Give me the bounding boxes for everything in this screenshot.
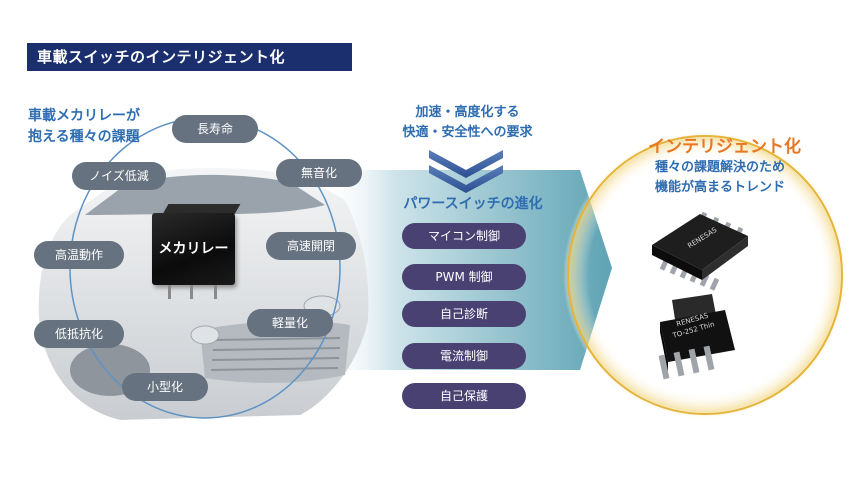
feature-pwm-control: PWM 制御 (402, 264, 526, 290)
relay-pin (190, 285, 193, 299)
demand-text: 加速・高度化する 快適・安全性への要求 (380, 103, 555, 143)
relay-pin (214, 285, 217, 299)
trend-title: インテリジェント化 (648, 137, 801, 157)
trend-subtitle-line-2: 機能が高まるトレンド (655, 180, 786, 195)
issue-noise: ノイズ低減 (72, 162, 166, 190)
trend-ring (567, 135, 843, 415)
issue-fast-switch: 高速開閉 (266, 232, 356, 260)
feature-mcu-control: マイコン制御 (402, 223, 526, 249)
demand-line-2: 快適・安全性への要求 (402, 125, 533, 140)
issue-silent: 無音化 (276, 159, 362, 187)
feature-self-protection: 自己保護 (402, 383, 526, 409)
feature-self-diagnosis: 自己診断 (402, 301, 526, 327)
smart-switch-chip-1 (652, 211, 748, 291)
issue-high-temp: 高温動作 (34, 241, 124, 269)
issue-lightweight: 軽量化 (247, 309, 333, 337)
smart-switch-chip-2 (658, 294, 735, 380)
issues-heading-line-2: 抱える種々の課題 (28, 129, 140, 145)
relay-pin (168, 285, 171, 299)
page-title: 車載スイッチのインテリジェント化 (27, 43, 352, 71)
issue-long-life: 長寿命 (172, 115, 258, 143)
evolution-title: パワースイッチの進化 (403, 196, 543, 212)
trend-subtitle-line-1: 種々の課題解決のため (655, 160, 786, 175)
demand-line-1: 加速・高度化する (415, 105, 520, 120)
mechanical-relay: メカリレー (152, 213, 235, 285)
issues-heading-line-1: 車載メカリレーが (28, 108, 140, 124)
chevron-down-icon (429, 165, 503, 193)
issue-low-resistance: 低抵抗化 (34, 320, 124, 348)
car-illustration (38, 168, 369, 420)
issue-compact: 小型化 (122, 373, 208, 401)
issues-heading: 車載メカリレーが 抱える種々の課題 (28, 106, 140, 148)
chevron-down-icon (429, 150, 503, 178)
feature-current-control: 電流制御 (402, 343, 526, 369)
trend-subtitle: 種々の課題解決のため 機能が高まるトレンド (655, 158, 785, 198)
